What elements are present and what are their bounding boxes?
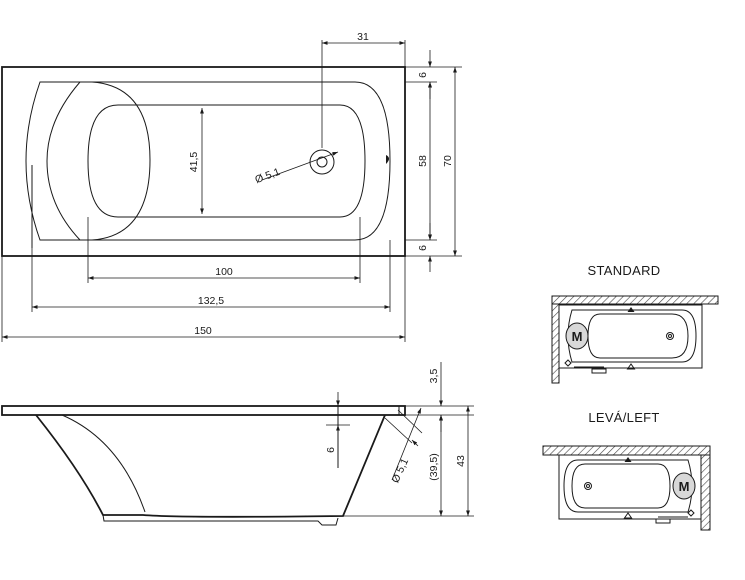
inner-width-label: 58 [417, 155, 429, 167]
tub-bottom-floor [87, 104, 366, 218]
tub-inner-basin [25, 81, 391, 241]
drain-outer-circle [309, 149, 335, 175]
side-view-dimensions: 3,5 (39,5) 43 6 Ø 5,1 [325, 362, 474, 517]
total-width-label: 70 [442, 155, 454, 167]
total-length-label: 150 [194, 325, 212, 337]
overflow-mark [386, 155, 389, 164]
bottom-length-label: 100 [215, 266, 233, 278]
standard-marker-letter: M [572, 329, 583, 344]
side-backrest-line [61, 414, 146, 513]
standard-wall-top [551, 295, 719, 305]
left-wall-side [700, 454, 711, 531]
inner-length-label: 132,5 [198, 295, 224, 307]
rim-top-label: 6 [417, 72, 429, 78]
variant-standard: STANDARD M [551, 263, 719, 384]
left-wall-top [542, 445, 711, 456]
side-rim [1, 405, 406, 416]
bottom-width-label: 41,5 [188, 152, 200, 173]
drain-offset-label: 31 [357, 31, 369, 43]
variant-left: LEVÁ/LEFT M [542, 410, 711, 531]
side-base [102, 514, 339, 526]
drain-inner-circle [316, 156, 328, 168]
inner-depth-label: (39,5) [428, 453, 440, 480]
standard-tub-outline [558, 304, 703, 369]
left-marker-letter: M [679, 479, 690, 494]
side-body-outline [35, 414, 386, 518]
top-view: Ø 5,1 [1, 66, 406, 257]
standard-wall-side [551, 303, 560, 384]
left-marker-oval [672, 472, 696, 500]
drain-depth-label: 6 [325, 447, 337, 453]
tub-backrest-curve [91, 81, 151, 241]
left-tub-outline [558, 454, 702, 520]
rim-bottom-label: 6 [417, 245, 429, 251]
drain-diameter-leader [261, 151, 339, 181]
tub-backrest-inner [40, 81, 82, 241]
total-height-label: 43 [455, 455, 467, 467]
drain-diameter-label: Ø 5,1 [253, 166, 281, 186]
rim-height-label: 3,5 [428, 369, 440, 384]
side-drain-diameter-label: Ø 5,1 [389, 456, 411, 484]
standard-marker-oval [565, 322, 589, 350]
tub-outer-rim [1, 66, 406, 257]
standard-title: STANDARD [588, 263, 661, 278]
side-view [1, 405, 406, 526]
top-view-dimensions: 41,5 31 6 58 6 70 100 132,5 150 [1, 31, 462, 342]
left-title: LEVÁ/LEFT [588, 410, 659, 425]
